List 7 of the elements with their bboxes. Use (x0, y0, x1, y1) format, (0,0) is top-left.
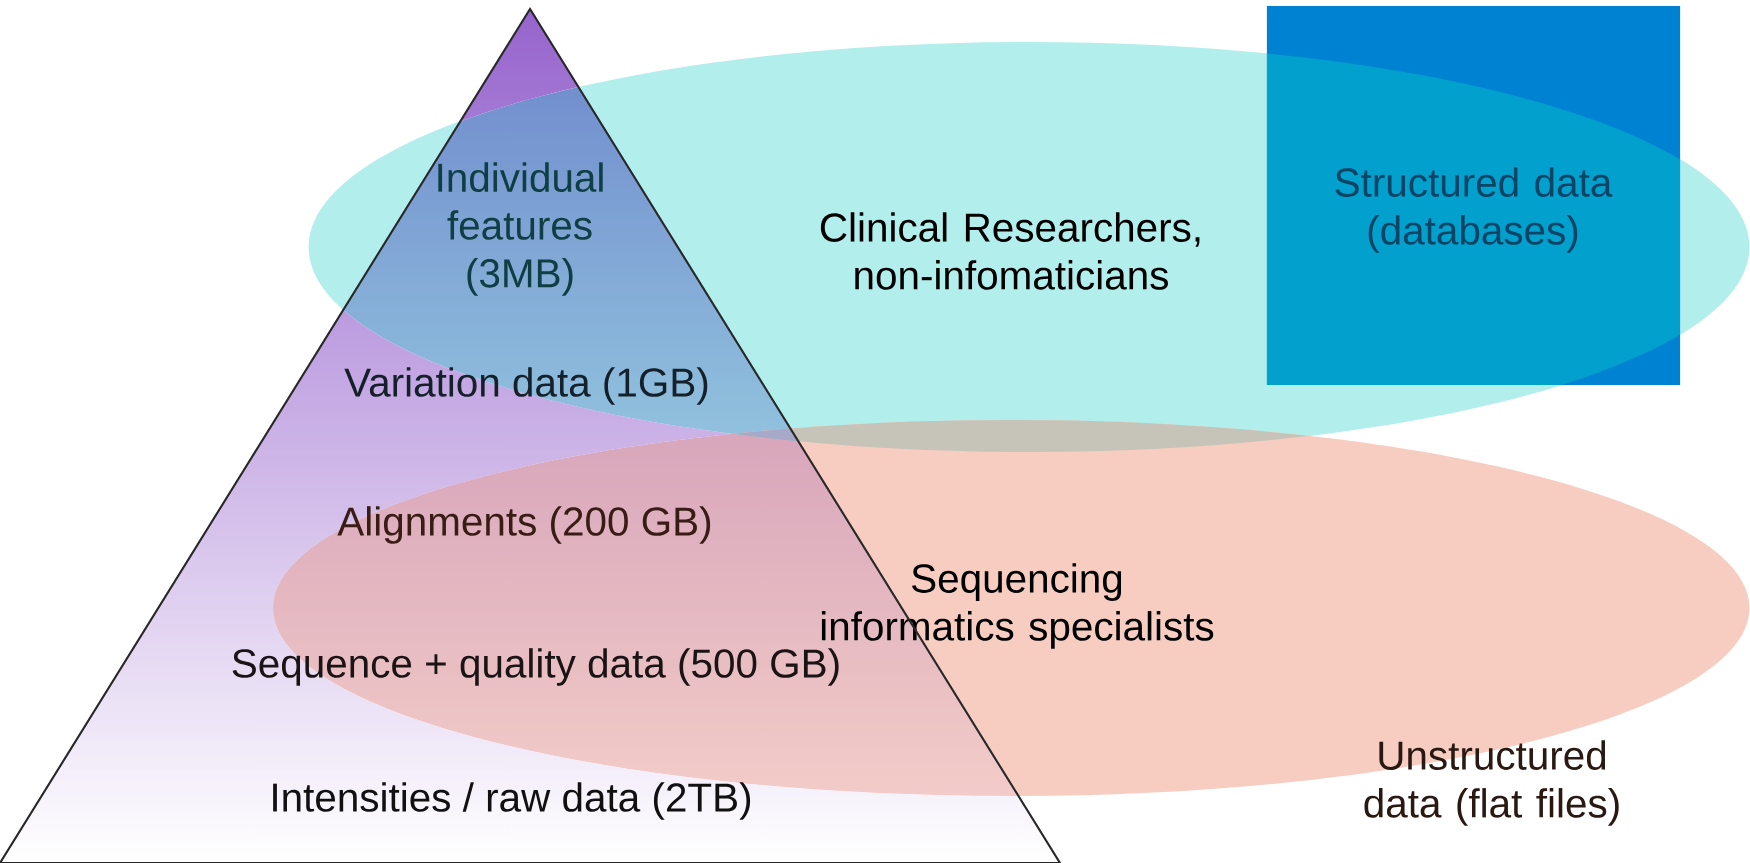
level-label: Individual features (3MB) (438, 162, 603, 296)
level-label: Variation data (1GB) (344, 367, 708, 405)
data-label: Unstructured data (flat files) (1364, 740, 1619, 826)
square: Structured data (databases) (1266, 5, 1681, 386)
level-label: Intensities / raw data (2TB) (273, 782, 751, 820)
level-label: Alignments (200 GB) (337, 506, 711, 544)
level-label: Sequence + quality data (500 GB) (232, 648, 839, 686)
